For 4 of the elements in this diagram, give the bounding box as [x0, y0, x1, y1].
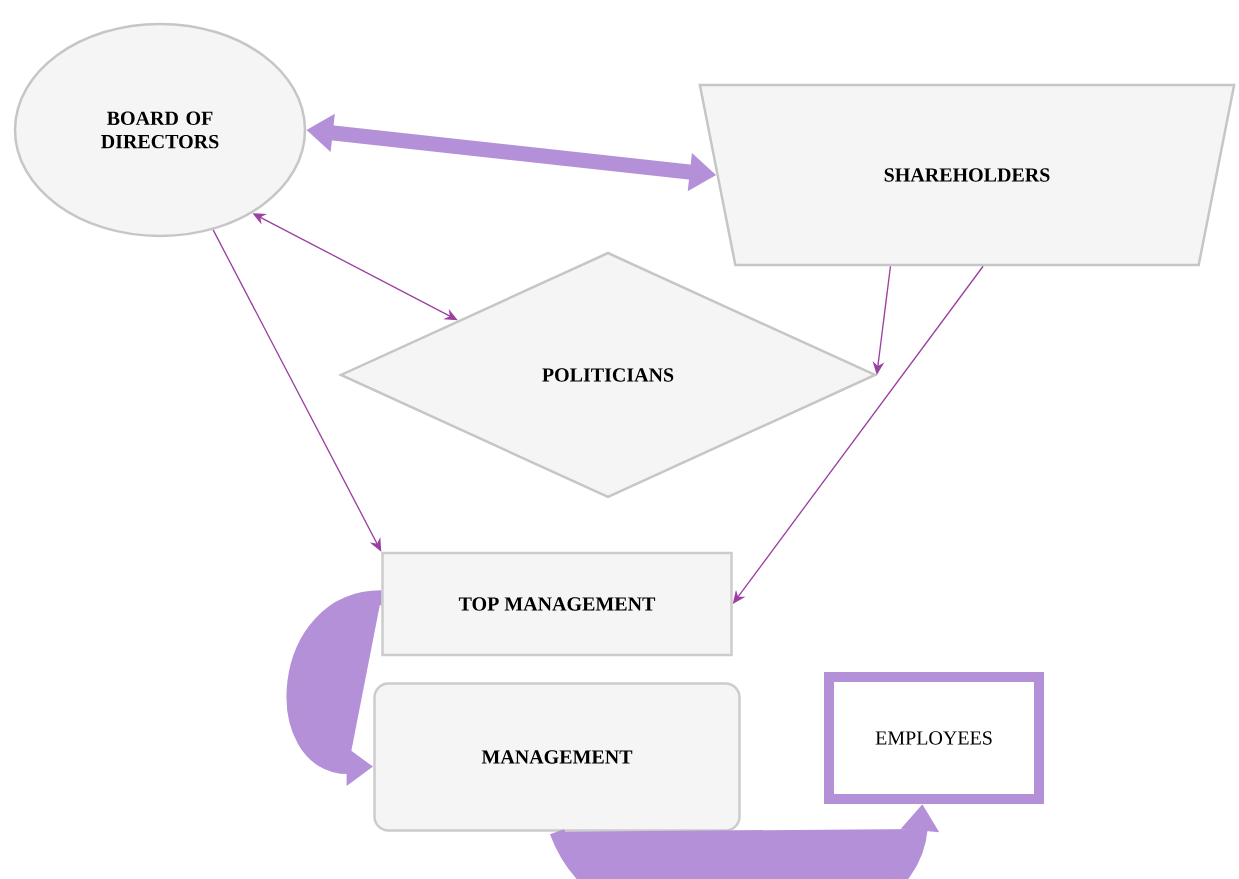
process-box: TOP MANAGEMENT — [381, 551, 733, 657]
trapezoid: SHAREHOLDERS — [698, 83, 1236, 267]
framed-box: EMPLOYEES — [824, 672, 1044, 804]
rounded-box: MANAGEMENT — [373, 682, 741, 832]
